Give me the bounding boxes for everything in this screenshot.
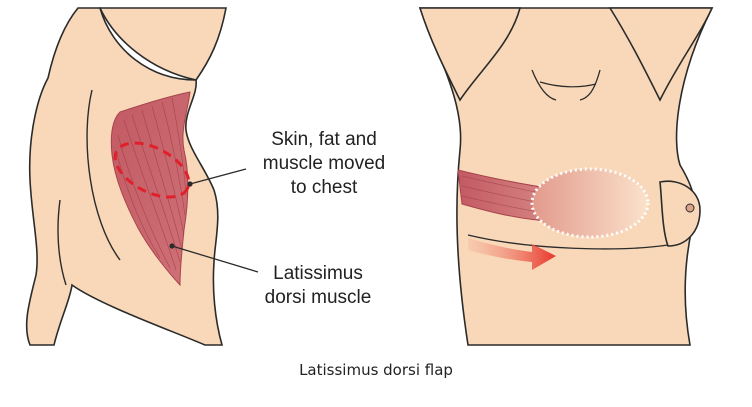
back-view-figure xyxy=(27,8,258,345)
muscle-label: Latissimus dorsi muscle xyxy=(258,262,378,310)
muscle-label-line-2: dorsi muscle xyxy=(258,286,378,310)
flap-label-line-1: Skin, fat and xyxy=(244,128,404,152)
flap-label-line-2: muscle moved xyxy=(244,152,404,176)
flap-label: Skin, fat and muscle moved to chest xyxy=(244,128,404,200)
muscle-label-line-1: Latissimus xyxy=(258,262,378,286)
flap-label-line-3: to chest xyxy=(244,176,404,200)
muscle-pointer-dot xyxy=(169,243,174,248)
front-view-figure xyxy=(420,8,712,345)
flap-pointer-dot xyxy=(187,181,192,186)
nipple xyxy=(686,204,694,212)
breast-right xyxy=(660,181,700,246)
figure-caption: Latissimus dorsi flap xyxy=(0,361,752,379)
flap-on-chest xyxy=(532,169,648,237)
